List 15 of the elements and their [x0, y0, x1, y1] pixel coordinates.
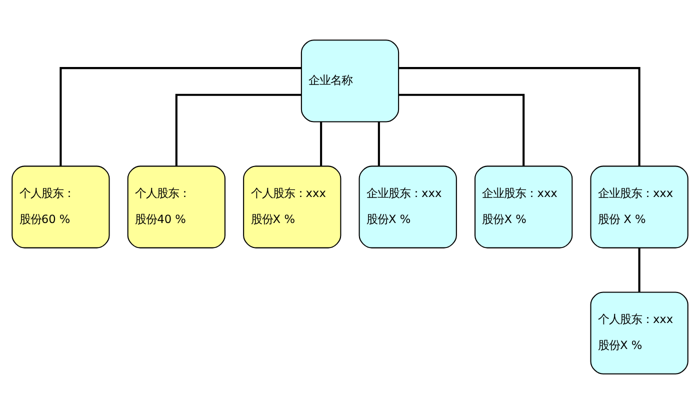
connector [60, 67, 302, 166]
node-box: 企业股东：xxx 股份X % [358, 166, 457, 248]
node-box: 企业名称 [300, 40, 400, 122]
connector [638, 248, 640, 292]
node-box: 企业股东：xxx 股份 X % [590, 166, 688, 248]
connector [320, 122, 322, 166]
node-box: 个人股东： 股份40 % [127, 166, 226, 248]
connector [398, 67, 640, 166]
connector [378, 122, 380, 166]
connector [175, 94, 302, 166]
node-box: 个人股东： 股份60 % [12, 166, 110, 248]
node-box: 个人股东：xxx 股份X % [243, 166, 342, 248]
node-box: 个人股东：xxx 股份X % [590, 292, 688, 374]
connector [398, 94, 525, 166]
node-box: 企业股东：xxx 股份X % [474, 166, 573, 248]
